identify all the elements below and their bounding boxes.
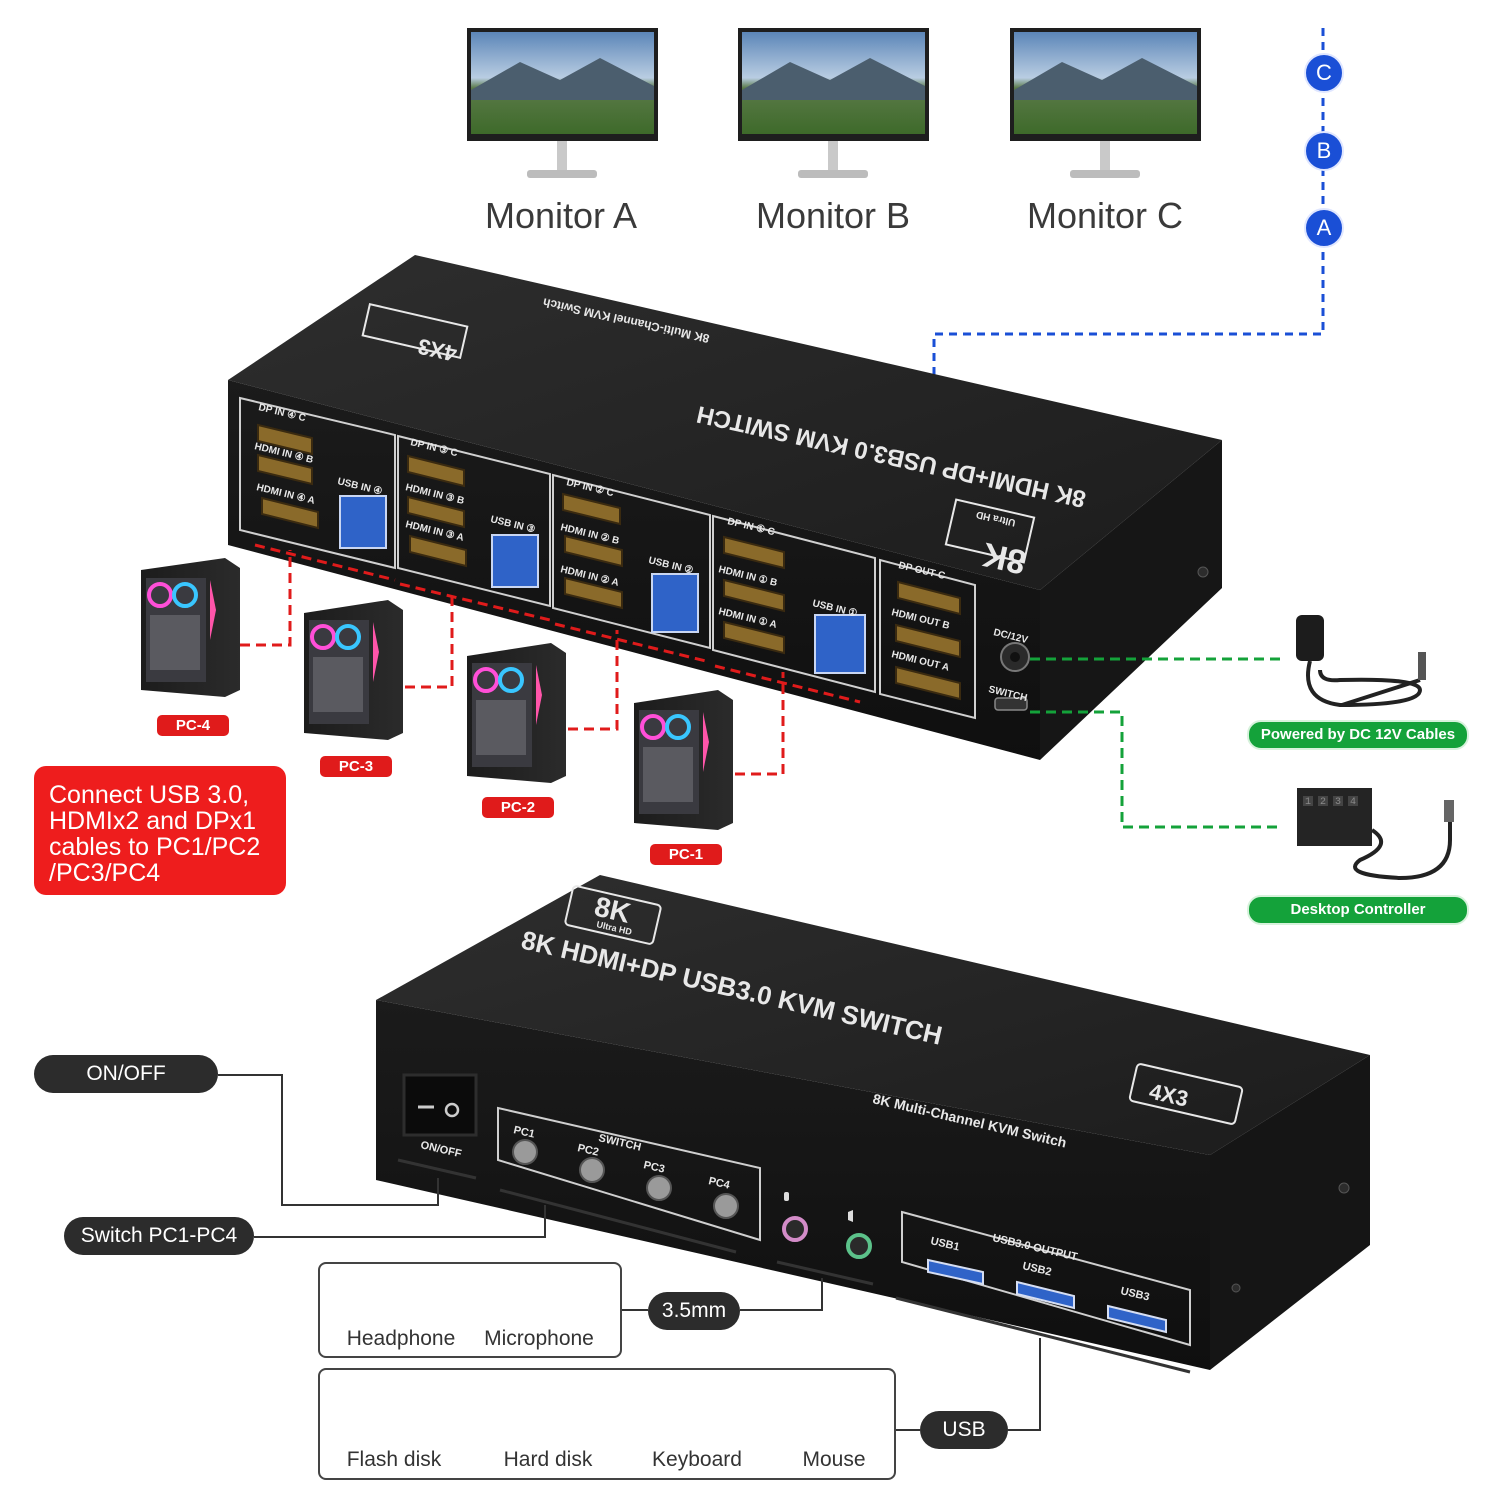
connection-note: Connect USB 3.0, HDMIx2 and DPx1 cables …: [34, 766, 286, 895]
pc-1-tag: PC-1: [650, 844, 722, 865]
controller-lines: [1030, 657, 1282, 829]
pc-4-tag: PC-4: [157, 715, 229, 736]
hard-disk-label: Hard disk: [503, 1448, 593, 1471]
note-line-2: HDMIx2 and DPx1: [49, 807, 257, 835]
btn-pc2-label: PC2: [576, 1142, 600, 1159]
microphone-label: Microphone: [484, 1327, 594, 1350]
note-line-3: cables to PC1/PC2: [49, 833, 261, 861]
audio-callout: 3.5mm: [648, 1292, 740, 1330]
pc-2-icon: [467, 643, 566, 783]
switch-callout: Switch PC1-PC4: [64, 1217, 254, 1255]
audio-devices-box: [318, 1262, 622, 1358]
btn-pc3-label: PC3: [642, 1159, 666, 1176]
monitor-a-icon: [467, 28, 658, 178]
bottom-kvm-switch: [376, 875, 1370, 1374]
pc-1-icon: [634, 690, 733, 830]
pc-2-tag: PC-2: [482, 797, 554, 818]
mouse-label: Mouse: [802, 1448, 866, 1471]
note-line-1: Connect USB 3.0,: [49, 781, 250, 809]
pc-connection-lines: [240, 543, 861, 776]
usb-callout: USB: [920, 1411, 1008, 1449]
controller-label: Desktop Controller: [1247, 895, 1469, 925]
monitor-c-icon: [1010, 28, 1201, 178]
controller-key-4: 4: [1350, 797, 1356, 808]
controller-key-1: 1: [1305, 797, 1311, 808]
pc-4-icon: [141, 558, 240, 697]
onoff-callout: ON/OFF: [34, 1055, 218, 1093]
bottom-callout-lines: [218, 1074, 1041, 1431]
chain-node-b: B: [1304, 131, 1344, 171]
btn-pc1-label: PC1: [512, 1124, 536, 1141]
power-label: Powered by DC 12V Cables: [1247, 720, 1469, 750]
monitor-c-label: Monitor C: [1026, 195, 1184, 236]
usb-devices-box: [318, 1368, 896, 1480]
note-line-4: /PC3/PC4: [49, 859, 161, 887]
btn-pc4-label: PC4: [707, 1175, 731, 1192]
pc-3-icon: [304, 600, 403, 740]
monitor-b-label: Monitor B: [755, 195, 911, 236]
mic-symbol-icon: [784, 1192, 789, 1201]
flash-disk-label: Flash disk: [346, 1448, 442, 1471]
monitor-b-icon: [738, 28, 929, 178]
headphone-label: Headphone: [346, 1327, 456, 1350]
monitor-a-label: Monitor A: [484, 195, 638, 236]
top-kvm-switch: [228, 255, 1222, 760]
chain-node-c: C: [1304, 53, 1344, 93]
chain-node-a: A: [1304, 208, 1344, 248]
controller-key-2: 2: [1320, 797, 1326, 808]
desktop-controller-icon: [1297, 788, 1454, 881]
controller-key-3: 3: [1335, 797, 1341, 808]
pc-3-tag: PC-3: [320, 756, 392, 777]
speaker-symbol-icon: [848, 1210, 853, 1222]
power-adapter-icon: [1296, 615, 1426, 708]
keyboard-label: Keyboard: [652, 1448, 742, 1471]
